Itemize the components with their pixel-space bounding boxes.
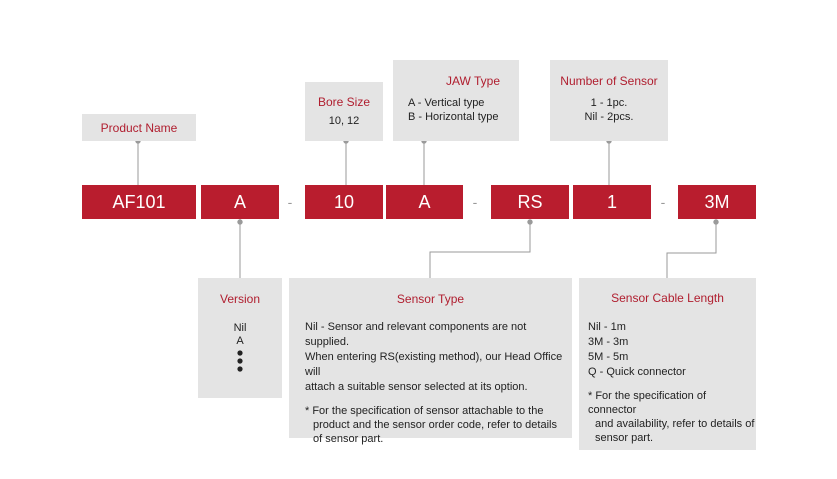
cable-option-3m: 3M - 3m [588, 336, 629, 348]
code-bore: 10 [305, 185, 383, 219]
code-version: A [201, 185, 279, 219]
sensor-type-box: Sensor Type Nil - Sensor and relevant co… [289, 278, 572, 445]
product-name-title: Product Name [100, 121, 178, 135]
code-jaw: A [386, 185, 463, 219]
sensor-type-title: Sensor Type [396, 292, 465, 306]
number-of-sensor-option-nil: Nil - 2pcs. [584, 111, 634, 123]
version-box: Version Nil A [198, 278, 282, 398]
more-dots-icon [237, 350, 243, 372]
version-title: Version [219, 292, 261, 306]
cable-note-1: * For the specification of connector [588, 390, 707, 416]
jaw-type-box: JAW Type A - Vertical type B - Horizonta… [393, 60, 519, 141]
version-option-a: A [236, 335, 244, 347]
bore-size-box: Bore Size 10, 12 [305, 82, 383, 141]
jaw-type-title: JAW Type [446, 74, 501, 88]
number-of-sensor-option-1: 1 - 1pc. [590, 97, 628, 109]
sensor-type-line-2: When entering RS(existing method), our H… [305, 351, 563, 378]
code-sensor: RS [491, 185, 569, 219]
sensor-type-note-1: * For the specification of sensor attach… [305, 405, 544, 417]
jaw-type-option-a: A - Vertical type [408, 97, 485, 109]
jaw-type-option-b: B - Horizontal type [408, 111, 499, 123]
cable-option-nil: Nil - 1m [588, 321, 626, 333]
bore-size-title: Bore Size [317, 95, 371, 109]
bore-size-value: 10, 12 [328, 115, 360, 127]
separator-2: - [472, 194, 478, 210]
sensor-type-line-1: Nil - Sensor and relevant components are… [305, 321, 527, 348]
sensor-cable-length-title: Sensor Cable Length [611, 291, 724, 305]
cable-option-q: Q - Quick connector [588, 366, 686, 378]
product-name-box: Product Name [82, 114, 196, 141]
sensor-type-note-3: of sensor part. [313, 433, 384, 445]
cable-option-5m: 5M - 5m [588, 351, 629, 363]
code-model: AF101 [82, 185, 196, 219]
code-cable: 3M [678, 185, 756, 219]
number-of-sensor-title: Number of Sensor [560, 74, 658, 88]
sensor-type-note-2: product and the sensor order code, refer… [313, 419, 557, 431]
cable-note-3: sensor part. [595, 432, 654, 444]
separator-3: - [660, 194, 666, 210]
sensor-type-line-3: attach a suitable sensor selected at its… [305, 381, 528, 393]
code-count: 1 [573, 185, 651, 219]
number-of-sensor-box: Number of Sensor 1 - 1pc. Nil - 2pcs. [550, 60, 668, 141]
separator-1: - [287, 194, 293, 210]
cable-note-2: and availability, refer to details of [595, 418, 755, 430]
version-option-nil: Nil [233, 322, 247, 334]
sensor-cable-length-box: Sensor Cable Length Nil - 1m 3M - 3m 5M … [579, 278, 756, 450]
